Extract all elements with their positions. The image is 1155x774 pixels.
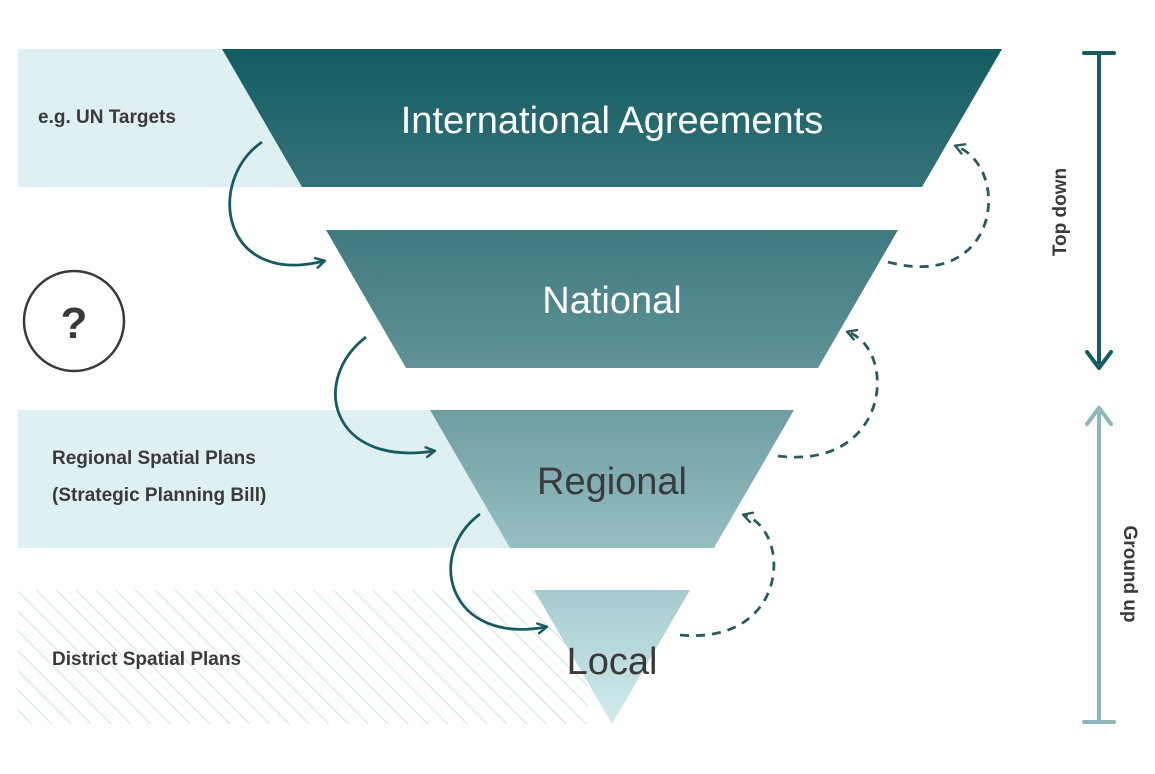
top-down-label: Top down xyxy=(1050,168,1071,256)
tier-regional xyxy=(430,410,794,548)
note-un-targets: e.g. UN Targets xyxy=(38,107,176,128)
regional-band xyxy=(18,410,528,548)
dashed-arrow-local-to-regional xyxy=(679,515,776,637)
solid-arrow-regional-to-local xyxy=(449,512,546,629)
tier-label-national: National xyxy=(542,280,681,322)
tier-international-agreements xyxy=(222,49,1002,187)
question-mark: ? xyxy=(61,299,88,348)
tier-label-local: Local xyxy=(567,641,658,683)
tier-label-international: International Agreements xyxy=(401,100,824,142)
dashed-arrow-regional-to-national xyxy=(777,332,879,459)
tier-local xyxy=(534,590,690,724)
top-down-arrow xyxy=(1082,51,1116,370)
solid-arrow-national-to-regional xyxy=(334,335,434,453)
dashed-arrow-national-to-international xyxy=(887,146,990,269)
tier-national xyxy=(326,230,898,368)
tier-label-regional: Regional xyxy=(537,461,687,503)
note-regional-spatial-plans: Regional Spatial Plans xyxy=(52,448,256,469)
note-strategic-planning-bill: (Strategic Planning Bill) xyxy=(52,485,266,506)
question-circle xyxy=(22,269,126,373)
solid-arrow-international-to-national xyxy=(228,140,324,265)
local-hatched-band xyxy=(18,590,588,724)
ground-up-arrow xyxy=(1082,406,1116,724)
ground-up-label: Ground up xyxy=(1119,525,1140,622)
note-district-spatial-plans: District Spatial Plans xyxy=(52,649,241,670)
